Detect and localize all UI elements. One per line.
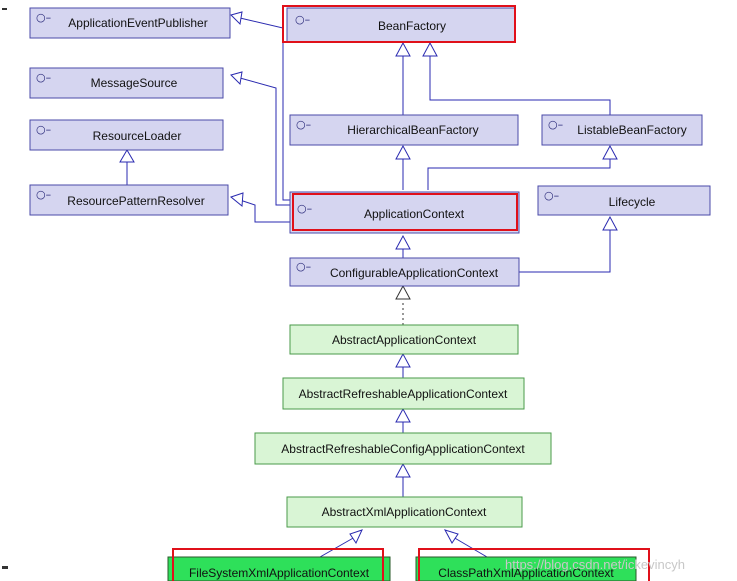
- node-abstract-refreshable-application-context[interactable]: AbstractRefreshableApplicationContext: [282, 377, 525, 410]
- arrowhead-lifecycle: [602, 215, 618, 231]
- node-label: Lifecycle: [609, 195, 656, 209]
- node-label: AbstractApplicationContext: [332, 333, 477, 347]
- watermark: https://blog.csdn.net/ickevincyh: [505, 557, 685, 572]
- arrowhead-resource-loader: [119, 149, 135, 163]
- node-resource-loader[interactable]: ○– ResourceLoader: [29, 119, 224, 151]
- interface-icon: ○–: [544, 189, 559, 202]
- edge-context-to-listable: [427, 158, 611, 190]
- arrowhead-configurable: [395, 284, 411, 300]
- node-class-path-xml-application-context[interactable]: ClassPathXmlApplicationContext: [415, 556, 637, 581]
- edge-configurable-to-lifecycle: [519, 230, 611, 273]
- interface-icon: ○–: [36, 71, 51, 84]
- arrowhead-hierarchical: [395, 144, 411, 160]
- highlights: [172, 5, 650, 581]
- node-label: ApplicationContext: [364, 207, 465, 221]
- node-label: ResourceLoader: [93, 129, 182, 143]
- arrowhead-refreshable: [395, 407, 411, 423]
- arrowhead-listable: [602, 144, 618, 160]
- node-bean-factory[interactable]: ○– BeanFactory: [286, 7, 516, 43]
- node-application-event-publisher[interactable]: ○– ApplicationEventPublisher: [29, 7, 231, 39]
- left-edge-mark-top: [2, 8, 7, 10]
- node-label: AbstractXmlApplicationContext: [322, 505, 487, 519]
- arrowhead-beanfactory-right: [422, 41, 438, 57]
- arrowhead-abstract: [395, 352, 411, 368]
- node-label: ListableBeanFactory: [577, 123, 686, 137]
- arrowhead-xml-right: [443, 529, 459, 544]
- node-label: FileSystemXmlApplicationContext: [189, 566, 370, 580]
- arrowhead-refreshable-config: [395, 462, 411, 478]
- arrowhead-resource-pattern-resolver: [229, 192, 244, 207]
- edge-listable-to-beanfactory: [429, 54, 611, 115]
- node-label: MessageSource: [91, 76, 178, 90]
- node-hierarchical-bean-factory[interactable]: ○– HierarchicalBeanFactory: [289, 114, 519, 146]
- node-lifecycle[interactable]: ○– Lifecycle: [537, 185, 711, 216]
- edge-filesystem-to-xml: [319, 536, 356, 558]
- edge-context-to-resource-pattern-resolver: [239, 199, 290, 223]
- arrowhead-event-publisher: [230, 11, 243, 26]
- nodes: ○– ApplicationEventPublisher ○– BeanFact…: [29, 7, 711, 581]
- interface-icon: ○–: [36, 11, 51, 24]
- edge-context-to-event-publisher: [239, 17, 290, 201]
- node-label: ResourcePatternResolver: [67, 194, 204, 208]
- arrowheads: [119, 11, 618, 545]
- edge-context-to-message-source: [239, 77, 290, 206]
- node-abstract-application-context[interactable]: AbstractApplicationContext: [289, 324, 519, 355]
- interface-icon: ○–: [295, 13, 310, 26]
- left-edge-mark-bottom: [2, 566, 8, 569]
- node-application-context[interactable]: ○– ApplicationContext: [289, 191, 520, 234]
- interface-icon: ○–: [36, 188, 51, 201]
- arrowhead-application-context: [395, 234, 411, 250]
- interface-icon: ○–: [36, 123, 51, 136]
- node-label: HierarchicalBeanFactory: [347, 123, 478, 137]
- arrowhead-xml-left: [349, 529, 363, 545]
- node-label: BeanFactory: [378, 19, 446, 33]
- highlight-class-path-xml: [418, 548, 650, 581]
- interface-icon: ○–: [548, 118, 563, 131]
- node-label: ApplicationEventPublisher: [68, 16, 207, 30]
- interface-icon: ○–: [297, 202, 312, 215]
- interface-icon: ○–: [296, 260, 311, 273]
- node-label: ClassPathXmlApplicationContext: [438, 566, 614, 580]
- node-label: ConfigurableApplicationContext: [330, 266, 499, 280]
- arrowhead-message-source: [230, 71, 243, 86]
- node-label: AbstractRefreshableApplicationContext: [299, 387, 508, 401]
- highlight-bean-factory: [282, 5, 516, 43]
- node-label: AbstractRefreshableConfigApplicationCont…: [281, 442, 525, 456]
- node-configurable-application-context[interactable]: ○– ConfigurableApplicationContext: [289, 257, 520, 287]
- node-file-system-xml-application-context[interactable]: FileSystemXmlApplicationContext: [167, 556, 391, 581]
- edges: [126, 17, 611, 558]
- interface-icon: ○–: [296, 118, 311, 131]
- highlight-application-context: [292, 193, 518, 231]
- arrowhead-beanfactory-left: [395, 41, 411, 57]
- node-message-source[interactable]: ○– MessageSource: [29, 67, 224, 99]
- node-listable-bean-factory[interactable]: ○– ListableBeanFactory: [541, 114, 703, 146]
- highlight-file-system-xml: [172, 548, 384, 581]
- node-abstract-xml-application-context[interactable]: AbstractXmlApplicationContext: [286, 496, 523, 528]
- node-abstract-refreshable-config-application-context[interactable]: AbstractRefreshableConfigApplicationCont…: [254, 432, 552, 465]
- node-resource-pattern-resolver[interactable]: ○– ResourcePatternResolver: [29, 184, 229, 216]
- edge-classpath-to-xml: [452, 536, 488, 558]
